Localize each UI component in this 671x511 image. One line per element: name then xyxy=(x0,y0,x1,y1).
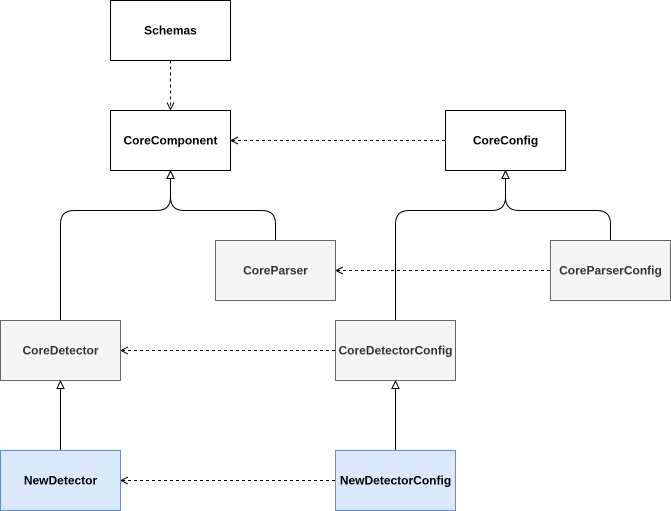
node-core-component[interactable]: CoreComponent xyxy=(110,110,231,171)
node-label-schemas: Schemas xyxy=(144,24,197,38)
node-box-new-detector-config xyxy=(335,450,456,511)
inheritance-edge-core-detector-to-core-component xyxy=(60,171,171,320)
node-box-core-config xyxy=(445,110,566,171)
node-box-core-parser xyxy=(215,240,336,301)
node-label-new-detector-config: NewDetectorConfig xyxy=(340,474,451,488)
node-core-config[interactable]: CoreConfig xyxy=(445,110,566,171)
inheritance-edge-core-parser-to-core-component xyxy=(171,171,276,240)
node-box-core-detector-config xyxy=(335,320,456,381)
node-label-core-parser-config: CoreParserConfig xyxy=(559,264,662,278)
node-core-parser-config[interactable]: CoreParserConfig xyxy=(550,240,671,301)
node-core-detector-config[interactable]: CoreDetectorConfig xyxy=(335,320,456,381)
node-box-core-parser-config xyxy=(550,240,671,301)
node-core-parser[interactable]: CoreParser xyxy=(215,240,336,301)
inheritance-edge-core-parser-config-to-core-config xyxy=(506,171,611,240)
node-box-new-detector xyxy=(0,450,121,511)
node-schemas[interactable]: Schemas xyxy=(110,0,231,61)
node-label-core-detector-config: CoreDetectorConfig xyxy=(338,344,452,358)
node-box-schemas xyxy=(110,0,231,61)
node-label-new-detector: NewDetector xyxy=(24,474,98,488)
node-new-detector-config[interactable]: NewDetectorConfig xyxy=(335,450,456,511)
node-box-core-detector xyxy=(0,320,121,381)
inheritance-edge-core-detector-config-to-core-config xyxy=(395,171,506,320)
edges-layer xyxy=(60,60,611,481)
node-core-detector[interactable]: CoreDetector xyxy=(0,320,121,381)
node-new-detector[interactable]: NewDetector xyxy=(0,450,121,511)
node-label-core-config: CoreConfig xyxy=(473,134,538,148)
node-box-core-component xyxy=(110,110,231,171)
node-label-core-parser: CoreParser xyxy=(243,264,308,278)
node-label-core-detector: CoreDetector xyxy=(22,344,98,358)
node-label-core-component: CoreComponent xyxy=(124,134,218,148)
